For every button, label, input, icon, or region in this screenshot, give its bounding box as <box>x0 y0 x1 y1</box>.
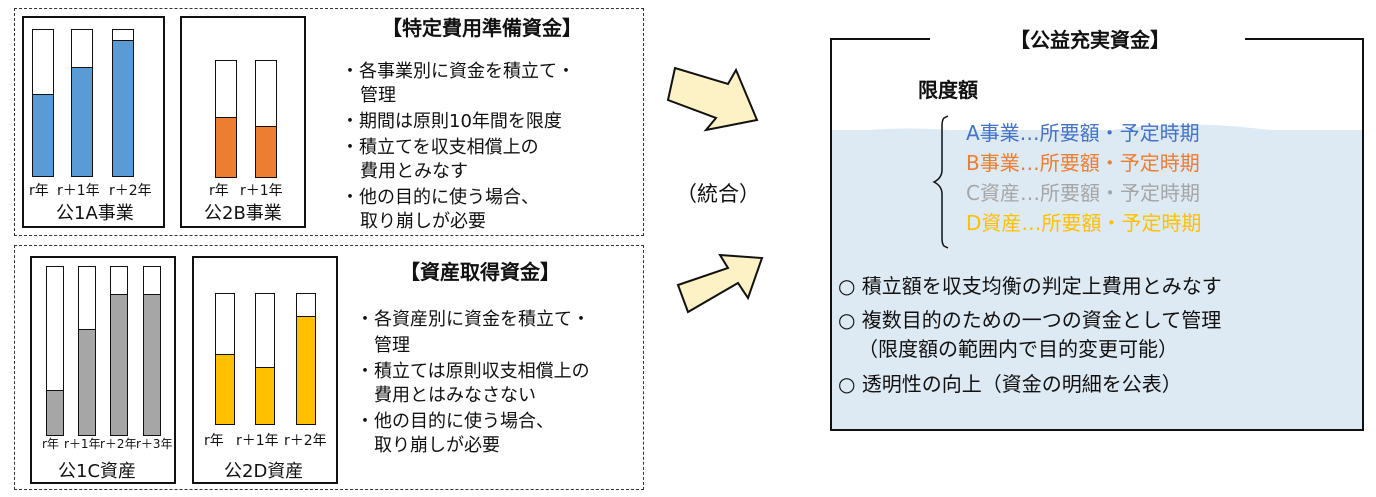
group-c-fill-3 <box>111 293 127 435</box>
fund-point-1: ○ 積立額を収支均衡の判定上費用とみなす <box>838 274 1222 298</box>
fund-top-area <box>832 40 1362 130</box>
limit-label: 限度額 <box>918 78 978 102</box>
group-a-label-2: r＋1年 <box>57 183 100 199</box>
bottom-note-2: 管理 <box>374 335 410 356</box>
group-b-label-2: r＋1年 <box>240 183 283 199</box>
group-d-label-1: r年 <box>204 433 224 449</box>
top-note-4: ・積立てを収支相償上の <box>341 137 539 158</box>
group-d-bar-2 <box>255 293 275 425</box>
group-d-fill-2 <box>256 366 274 424</box>
group-a-bar-3 <box>112 29 134 177</box>
group-d-label-3: r＋2年 <box>284 433 327 449</box>
arrow-right-up-icon <box>676 253 764 314</box>
group-a-bar-1 <box>32 29 54 177</box>
top-note-2: 管理 <box>360 85 396 106</box>
group-a-fill-2 <box>72 66 92 176</box>
group-c-fill-2 <box>79 329 95 435</box>
group-a-label-1: r年 <box>29 183 49 199</box>
fund-item-a: A事業…所要額・予定時期 <box>966 121 1200 145</box>
group-c-bar-3 <box>110 266 128 436</box>
group-c-bar-4 <box>143 266 161 436</box>
group-a-fill-1 <box>33 94 53 176</box>
fund-title: 【公益充実資金】 <box>1010 28 1170 52</box>
group-d-bar-3 <box>296 293 316 425</box>
fund-point-3: （限度額の範囲内で目的変更可能） <box>858 337 1178 361</box>
bottom-note-5: ・他の目的に使う場合、 <box>356 411 554 432</box>
bottom-note-1: ・各資産別に資金を積立て・ <box>356 309 590 330</box>
group-b-box: r年 r＋1年 公2B事業 <box>180 16 306 228</box>
group-d-fill-1 <box>216 353 234 424</box>
group-c-bar-1 <box>46 266 64 436</box>
items-bracket <box>932 115 949 249</box>
group-d-fill-3 <box>297 316 315 424</box>
top-note-1: ・各事業別に資金を積立て・ <box>341 61 575 82</box>
group-c-caption: 公1C資産 <box>58 461 137 482</box>
group-b-fill-1 <box>216 116 236 177</box>
fund-box <box>830 38 1364 431</box>
bottom-note-4: 費用とはみなさない <box>374 385 536 406</box>
group-a-caption: 公1A事業 <box>56 203 134 224</box>
top-note-5: 費用とみなす <box>360 161 468 182</box>
group-d-caption: 公2D資産 <box>224 461 304 482</box>
group-c-label-3: r＋2年 <box>100 437 137 451</box>
group-a-box: r年 r＋1年 r＋2年 公1A事業 <box>22 16 165 228</box>
arrow-right-down-icon <box>666 66 759 132</box>
fund-item-c: C資産…所要額・予定時期 <box>966 181 1200 205</box>
group-c-fill-4 <box>144 293 160 435</box>
fund-point-2: ○ 複数目的のための一つの資金として管理 <box>838 308 1222 332</box>
group-d-label-2: r＋1年 <box>236 433 279 449</box>
group-b-bar-1 <box>215 60 237 178</box>
merge-label: （統合） <box>676 182 760 206</box>
top-note-7: 取り崩しが必要 <box>360 211 486 232</box>
group-c-label-1: r年 <box>42 437 59 451</box>
group-a-label-3: r＋2年 <box>109 183 152 199</box>
group-c-bar-2 <box>78 266 96 436</box>
bottom-heading: 【資産取得資金】 <box>400 260 560 284</box>
group-c-fill-1 <box>47 389 63 435</box>
group-b-fill-2 <box>256 125 276 177</box>
group-b-caption: 公2B事業 <box>204 203 282 224</box>
fund-item-b: B事業…所要額・予定時期 <box>966 151 1200 175</box>
fund-point-4: ○ 透明性の向上（資金の明細を公表） <box>838 372 1182 396</box>
group-a-fill-3 <box>113 40 133 176</box>
group-c-box: r年 r＋1年 r＋2年 r＋3年 公1C資産 <box>30 256 176 484</box>
group-d-box: r年 r＋1年 r＋2年 公2D資産 <box>192 256 338 484</box>
group-a-bar-2 <box>71 29 93 177</box>
top-section-box <box>14 8 644 236</box>
group-b-label-1: r年 <box>209 183 229 199</box>
bottom-section-box <box>14 245 644 490</box>
group-c-label-2: r＋1年 <box>64 437 101 451</box>
group-b-bar-2 <box>255 60 277 178</box>
top-note-3: ・期間は原則10年間を限度 <box>341 111 562 132</box>
fund-item-d: D資産…所要額・予定時期 <box>966 211 1202 235</box>
water-wave <box>832 124 1362 152</box>
bottom-note-6: 取り崩しが必要 <box>374 435 500 456</box>
top-note-6: ・他の目的に使う場合、 <box>341 187 539 208</box>
bottom-note-3: ・積立ては原則収支相償上の <box>356 361 590 382</box>
top-heading: 【特定費用準備資金】 <box>382 16 582 40</box>
group-c-label-4: r＋3年 <box>136 437 173 451</box>
fund-title-mask <box>930 30 1245 50</box>
group-d-bar-1 <box>215 293 235 425</box>
